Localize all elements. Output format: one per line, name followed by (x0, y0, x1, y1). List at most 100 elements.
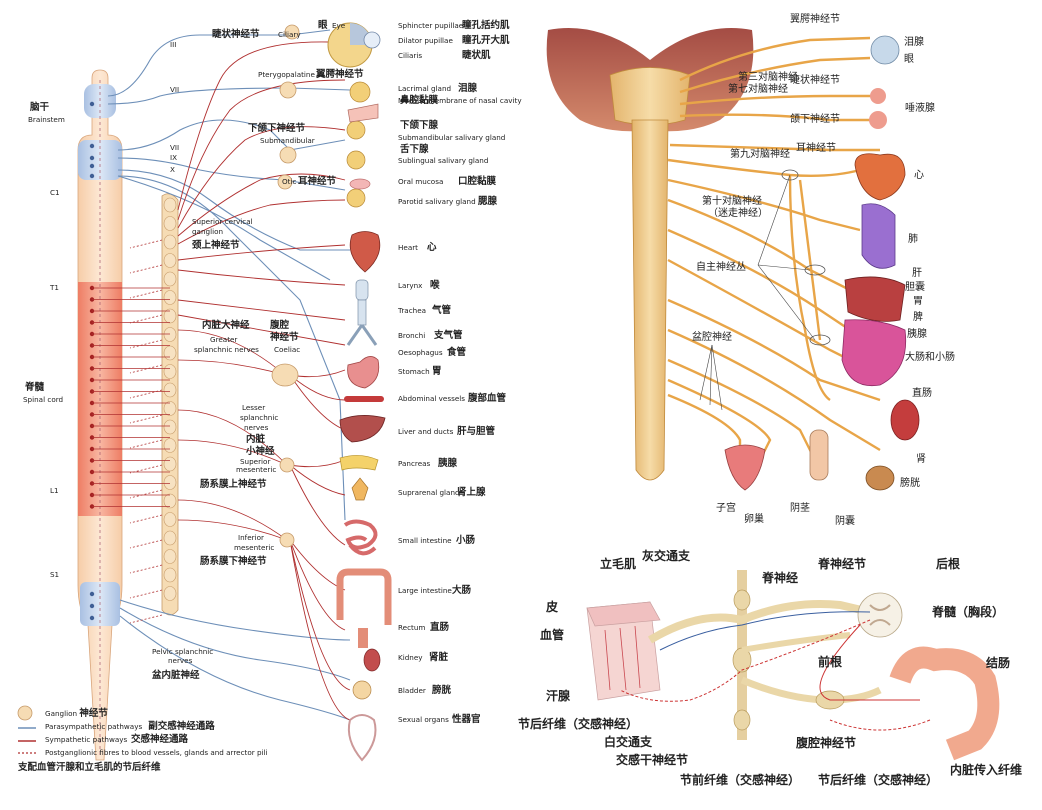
bottomright-labels: 立毛肌灰交通支脊神经脊神经节后根脊髓（胸段）皮血管前根结肠汗腺节后纤维（交感神经… (518, 548, 1022, 787)
chain-ganglion-bead (163, 382, 177, 398)
dashed-fibre (129, 489, 163, 499)
organ-label-cn: 腹部血管 (467, 392, 507, 404)
heart-organ (349, 231, 381, 273)
inferior-mesenteric-ganglion-node (279, 532, 295, 548)
organ-label-en: Pancreas (398, 459, 431, 468)
coeliac-en: Coeliac (274, 345, 300, 354)
eye-illustration (327, 22, 381, 68)
organ-label-en: Rectum (398, 623, 425, 632)
bottomright-label: 结肠 (986, 655, 1010, 670)
inferior-mesenteric-en1: Inferior (238, 533, 264, 542)
large-intestine-organ (336, 568, 392, 625)
topright-label: 脾 (913, 310, 923, 323)
otic-cn: 耳神经节 (298, 175, 337, 187)
chain-ganglion-bead (163, 549, 177, 564)
greater-splanchnic-en2: splanchnic nerves (194, 345, 259, 354)
legend-label-cn: 副交感神经通路 (148, 720, 215, 732)
submandibular-ganglion-node (279, 146, 297, 164)
chain-ganglion-bead (163, 456, 177, 472)
organ-label-en: Liver and ducts (398, 427, 454, 436)
spinal-cord-yellow (631, 119, 669, 481)
bottomright-label: 白交通支 (604, 734, 653, 749)
superior-mesenteric-ganglion-node (279, 457, 295, 473)
topright-label: 胆囊 (905, 280, 925, 293)
coeliac-cn2: 神经节 (270, 331, 299, 343)
postganglionic-dashed-fibres (129, 239, 163, 624)
glands (346, 81, 371, 208)
bottomright-label: 脊神经节 (817, 556, 866, 571)
cranial-nerve-label: III (170, 40, 176, 49)
organ-label-en: Oral mucosa (398, 177, 443, 186)
legend (17, 705, 36, 754)
organ-label-cn: 胰腺 (438, 457, 458, 469)
dashed-fibre (129, 364, 163, 374)
pelvic-splanchnic-en2: nerves (168, 656, 193, 665)
superior-mesenteric-cn: 肠系膜上神经节 (200, 478, 267, 490)
cranial-nerve-label: VII (170, 143, 179, 152)
segment-label: C1 (50, 188, 60, 197)
chain-ganglion-bead (163, 586, 177, 601)
submandibular-cn: 下颌下神经节 (248, 122, 306, 134)
legend-label-en: Postganglionic fibres to blood vessels, … (45, 748, 268, 757)
bottomright-label: 脊神经 (761, 570, 798, 585)
greater-splanchnic-cn: 内脏大神经 (202, 319, 250, 331)
bottomright-label: 血管 (540, 627, 564, 642)
topright-label: （迷走神经） (708, 206, 768, 219)
chain-ganglion-bead (163, 216, 177, 231)
organ-label-cn: 下颌下腺 (400, 119, 439, 131)
organ-label-en: Sexual organs (398, 715, 449, 724)
chain-ganglion-bead (163, 401, 177, 416)
parasympathetic-nuclei (89, 101, 95, 621)
pelvic-splanchnic-cn: 盆内脏神经 (151, 669, 200, 681)
suprarenal-organ (351, 477, 369, 501)
organ-label-cn: 食管 (446, 346, 467, 358)
organ-label-cn: 鼻腔黏膜 (400, 94, 439, 106)
pterygopalatine-ganglion-node (279, 81, 297, 99)
submandibular-en: Submandibular (260, 136, 315, 145)
organ-label-cn: 胃 (432, 366, 442, 377)
inferior-mesenteric-en2: mesenteric (234, 543, 274, 552)
lesser-splanchnic-en2: splanchnic (240, 413, 278, 422)
eye-muscle-cn: 瞳孔开大肌 (462, 34, 510, 46)
topright-label: 盆腔神经 (692, 330, 732, 343)
ciliary-cn: 睫状神经节 (212, 28, 260, 40)
organ-label-en: Sublingual salivary gland (398, 156, 488, 165)
organ-label-en: Kidney (398, 653, 423, 662)
segment-label: T1 (49, 283, 59, 292)
organ-label-en: Mucous membrane of nasal cavity (398, 96, 522, 105)
topright-label: 泪腺 (904, 35, 924, 48)
topright-label: 直肠 (912, 386, 932, 399)
organ-label-en: Bronchi (398, 331, 425, 340)
organ-label-en: Bladder (398, 686, 426, 695)
bottomright-label: 节后纤维（交感神经） (818, 772, 938, 787)
eye-muscle-cn: 瞳孔括约肌 (462, 19, 510, 31)
topright-label: 翼腭神经节 (790, 12, 840, 25)
chain-ganglion-bead (163, 308, 177, 324)
bottomright-label: 腹腔神经节 (796, 735, 856, 750)
superior-mesenteric-en2: mesenteric (236, 465, 276, 474)
topright-label: 颌下神经节 (790, 112, 840, 125)
topright-label: 阴茎 (790, 502, 810, 514)
bottomright-label: 内脏传入纤维 (950, 762, 1022, 777)
organ-label-en: Stomach (398, 367, 430, 376)
topright-label: 第三对脑神经 (738, 70, 798, 83)
topright-label: 膀胱 (900, 476, 920, 489)
pancreas-organ (339, 455, 379, 471)
topright-label: 眼 (904, 53, 914, 65)
organ-label-en: Large intestine (398, 586, 452, 595)
colon-illustration (889, 646, 1000, 761)
topright-label: 第七对脑神经 (728, 82, 788, 95)
chain-ganglion-bead (163, 197, 177, 213)
legend-note: 支配血管汗腺和立毛肌的节后纤维 (17, 761, 161, 773)
organ-label-cn: 肝与胆管 (457, 425, 496, 437)
chain-ganglion-bead (163, 530, 177, 546)
small-intestine-organ (343, 519, 378, 556)
organ-label-en: Parotid salivary gland (398, 197, 476, 206)
chain-ganglion-bead (163, 345, 177, 361)
bottomright-label: 皮 (545, 599, 558, 614)
superior-mesenteric-en1: Superior (240, 457, 270, 466)
coeliac-cn1: 腹腔 (269, 319, 290, 331)
pelvic-splanchnic-en1: Pelvic splanchnic (152, 647, 213, 656)
topright-label: 子宫 (716, 501, 736, 514)
